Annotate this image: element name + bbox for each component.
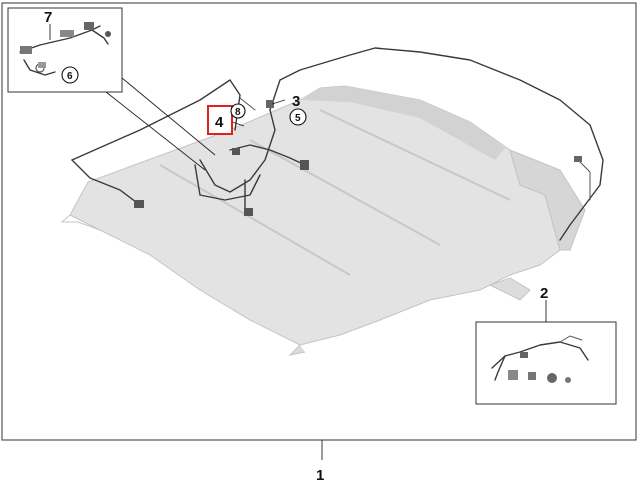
inset-box-bottom-right — [475, 321, 617, 405]
callout-6-circle: 6 — [61, 66, 79, 84]
leader-inset-b — [105, 91, 206, 171]
callout-7: 7 — [44, 9, 52, 26]
roof-panel — [60, 85, 586, 356]
inset-box-top-left — [7, 7, 123, 93]
leader-inset-a — [121, 77, 216, 156]
callout-6: 6 — [67, 71, 73, 82]
callout-8-circle: 8 — [230, 103, 246, 119]
wiring-harness — [71, 47, 604, 241]
connector-center — [232, 148, 240, 155]
connector-right — [300, 160, 309, 170]
connector-mid — [244, 208, 253, 216]
connector-left — [134, 200, 144, 208]
connector-top — [266, 100, 274, 108]
main-frame — [1, 2, 637, 441]
leader-3 — [271, 99, 286, 105]
callout-5: 5 — [295, 113, 301, 124]
leader-4 — [231, 121, 245, 127]
callout-2: 2 — [540, 285, 548, 302]
callout-3: 3 — [292, 93, 300, 110]
callout-5-circle: 5 — [289, 108, 307, 126]
connector-rear — [574, 156, 582, 162]
callout-8: 8 — [235, 107, 241, 118]
callout-4[interactable]: 4 — [215, 114, 224, 131]
callout-4-highlight[interactable] — [207, 105, 233, 135]
callout-1: 1 — [316, 467, 324, 484]
